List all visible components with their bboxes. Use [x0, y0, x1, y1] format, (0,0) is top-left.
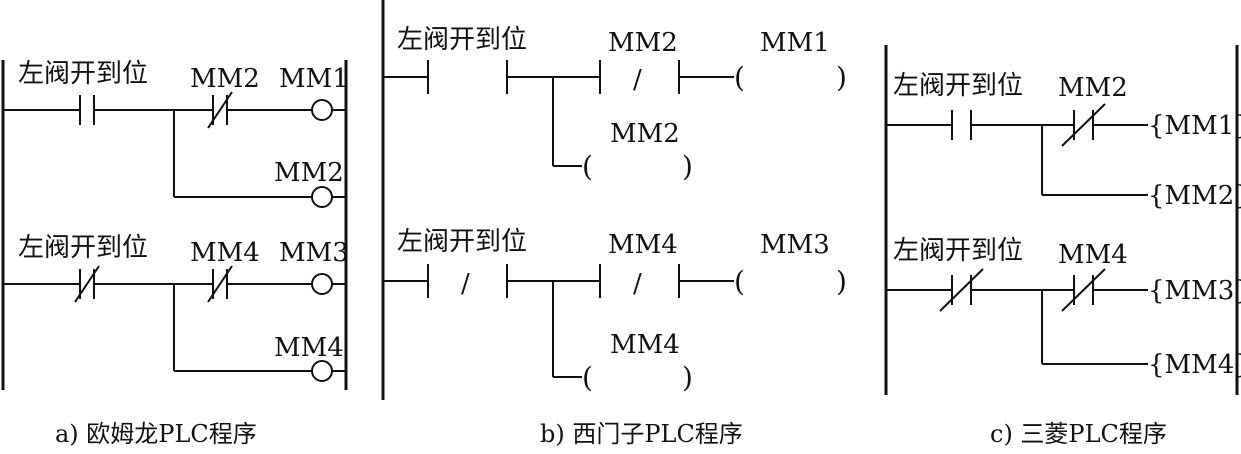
mitsubishi-rung1-coil1-label: {MM1}	[1148, 111, 1241, 141]
siemens-rung1-coil-1: ( )	[734, 61, 847, 94]
siemens-rung2-nc-contact-2: /	[599, 264, 680, 299]
mitsubishi-rung-1: {MM1} {MM2} 左阀开到位 MM2	[886, 71, 1241, 211]
siemens-rung2-contact2-label: MM4	[608, 230, 678, 260]
siemens-rung1-nc-contact: /	[599, 60, 680, 95]
siemens-rung1-nc-slash: /	[633, 65, 642, 95]
mitsubishi-rung1-contact2-label: MM2	[1058, 73, 1128, 103]
siemens-rung2-nc-slash-2: /	[633, 269, 642, 299]
svg-text:(: (	[582, 361, 593, 394]
svg-text:(: (	[734, 61, 745, 94]
omron-rung1-coil-1	[311, 99, 333, 121]
mitsubishi-rung2-contact1-label: 左阀开到位	[893, 236, 1023, 266]
omron-rung1-contact1-label: 左阀开到位	[18, 59, 148, 89]
svg-text:): )	[682, 361, 693, 394]
omron-rung2-contact1-label: 左阀开到位	[18, 233, 148, 263]
omron-rung-2: 左阀开到位 MM4 MM3 MM4	[3, 233, 349, 382]
omron-rung2-coil-1	[311, 273, 333, 295]
mitsubishi-rung2-coil2-label: {MM4}	[1148, 350, 1241, 380]
siemens-rung2-contact1-label: 左阀开到位	[397, 227, 527, 257]
siemens-rung1-contact2-label: MM2	[608, 28, 678, 58]
siemens-rung2-nc-slash: /	[461, 269, 470, 299]
mitsubishi-rung1-no-contact	[951, 110, 972, 140]
panel-omron: 左阀开到位 MM2 MM1 MM2	[1, 59, 349, 448]
svg-text:): )	[836, 265, 847, 298]
mitsubishi-rung2-coil1-label: {MM3}	[1148, 276, 1241, 306]
siemens-rung1-coil2-label: MM2	[610, 119, 680, 149]
omron-rung1-coil2-label: MM2	[274, 158, 344, 188]
omron-rung2-coil-2	[311, 360, 333, 382]
mitsubishi-rung1-coil2-label: {MM2}	[1148, 181, 1241, 211]
siemens-rung1-coil1-label: MM1	[760, 28, 830, 58]
omron-rung1-coil-2	[311, 186, 333, 208]
siemens-rung2-nc-contact: /	[427, 264, 508, 299]
siemens-rung2-coil2-label: MM4	[610, 330, 680, 360]
mitsubishi-rung1-contact1-label: 左阀开到位	[893, 71, 1023, 101]
siemens-rung1-coil-2: ( )	[582, 150, 693, 183]
omron-rung2-contact2-label: MM4	[190, 238, 260, 268]
omron-caption: a) 欧姆龙PLC程序	[55, 420, 257, 448]
omron-rung1-no-contact	[79, 95, 95, 125]
panel-siemens: / ( ) ( ) 左阀开到位 MM2 MM1 MM2 /	[381, 0, 847, 448]
omron-rung2-coil2-label: MM4	[274, 333, 344, 363]
omron-rung1-contact2-label: MM2	[190, 64, 260, 94]
panel-mitsubishi: {MM1} {MM2} 左阀开到位 MM2 {MM3} {MM4}	[884, 45, 1241, 448]
siemens-rung2-coil-2: ( )	[582, 361, 693, 394]
mitsubishi-rung2-contact2-label: MM4	[1058, 240, 1128, 270]
siemens-rung2-coil-1: ( )	[734, 265, 847, 298]
svg-text:(: (	[734, 265, 745, 298]
svg-text:(: (	[582, 150, 593, 183]
omron-rung-1: 左阀开到位 MM2 MM1 MM2	[3, 59, 349, 208]
siemens-rung1-contact1-label: 左阀开到位	[397, 25, 527, 55]
mitsubishi-rung-2: {MM3} {MM4} 左阀开到位 MM4	[886, 236, 1241, 380]
siemens-rung2-coil1-label: MM3	[760, 230, 830, 260]
svg-text:): )	[682, 150, 693, 183]
omron-rung2-coil1-label: MM3	[279, 238, 349, 268]
siemens-rung-1: / ( ) ( ) 左阀开到位 MM2 MM1 MM2	[383, 25, 847, 183]
siemens-caption: b) 西门子PLC程序	[540, 420, 743, 448]
omron-rung1-coil1-label: MM1	[279, 64, 349, 94]
siemens-rung1-no-contact	[427, 60, 508, 94]
mitsubishi-caption: c) 三菱PLC程序	[990, 420, 1167, 448]
svg-text:): )	[836, 61, 847, 94]
siemens-rung-2: / / ( ) ( ) 左阀开到位 MM4 MM3 MM4	[383, 227, 847, 394]
